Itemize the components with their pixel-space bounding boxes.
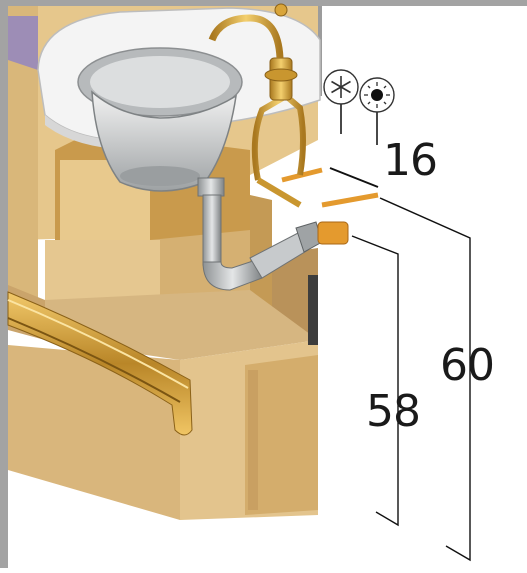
dimension-line-16 [329, 167, 379, 188]
faucet-spout [208, 14, 284, 59]
drain-tailpiece [202, 194, 222, 266]
dimension-label-60: 60 [440, 340, 495, 391]
dimension-line-60 [379, 197, 471, 562]
dimension-line-58 [351, 235, 399, 527]
wall-frame-top [0, 0, 527, 6]
sink-bowl [91, 90, 237, 192]
wall-frame-left [0, 0, 8, 568]
dimension-label-58: 58 [366, 386, 421, 437]
base-cabinet-side [8, 345, 180, 520]
drain-outlet [317, 221, 349, 245]
hot-supply-pipe [321, 192, 379, 208]
snowflake-glyph [331, 76, 351, 98]
faucet-handle [264, 68, 298, 82]
drain-nut [197, 177, 225, 197]
wall-tile-purple [8, 16, 38, 70]
dimension-label-16: 16 [383, 135, 438, 186]
gold-moulding [7, 291, 193, 436]
drawer-handle [308, 275, 318, 345]
